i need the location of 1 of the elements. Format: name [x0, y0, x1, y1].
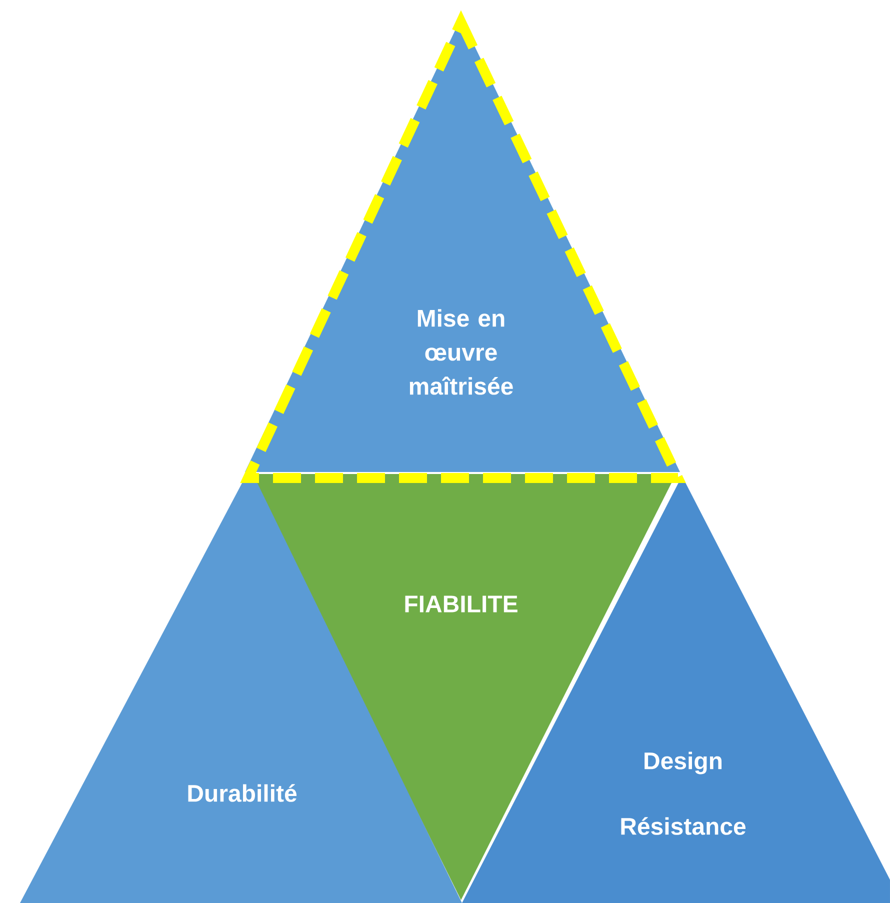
triangle-segment: Mise en œuvre maîtrisée — [245, 18, 680, 472]
